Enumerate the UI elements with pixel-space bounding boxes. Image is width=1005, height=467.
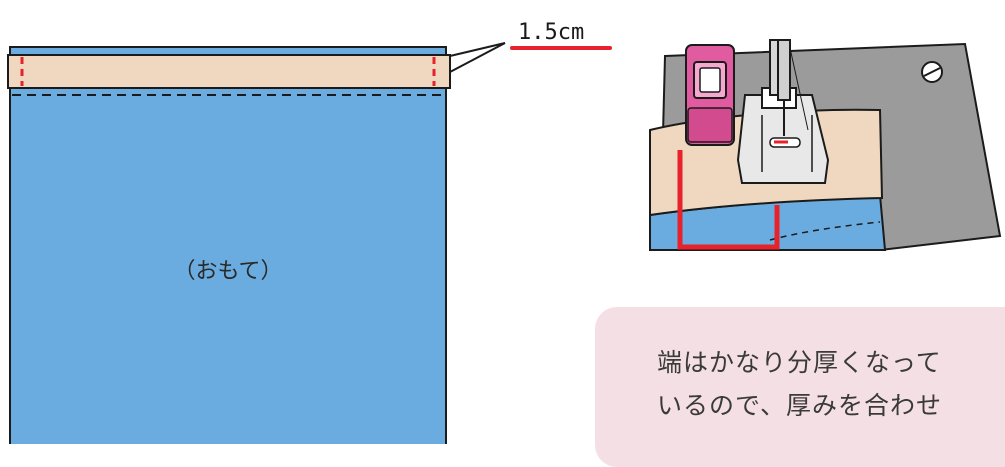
fabric-body <box>9 85 447 444</box>
fabric-panel: （おもて） <box>7 46 451 444</box>
pointer-line-lower <box>449 42 506 73</box>
note-box: 端はかなり分厚くなって いるので、厚みを合わせ <box>595 307 1005 467</box>
needle-icon <box>777 39 809 136</box>
measurement-value: 1.5cm <box>518 20 584 45</box>
hem-guide-outline <box>677 150 780 250</box>
screw-icon <box>921 61 943 83</box>
sewing-machine-illustration <box>649 39 1002 251</box>
sewing-clip-icon <box>685 44 735 146</box>
folded-hem <box>7 54 451 89</box>
measurement-callout: 1.5cm <box>449 20 612 73</box>
hem-top-edge <box>9 46 447 56</box>
illustration-canvas: （おもて） 1.5cm <box>7 20 1002 444</box>
fabric-side-label: （おもて） <box>173 259 282 284</box>
note-text: 端はかなり分厚くなって いるので、厚みを合わせ <box>657 348 943 420</box>
pointer-line-upper <box>449 42 506 57</box>
